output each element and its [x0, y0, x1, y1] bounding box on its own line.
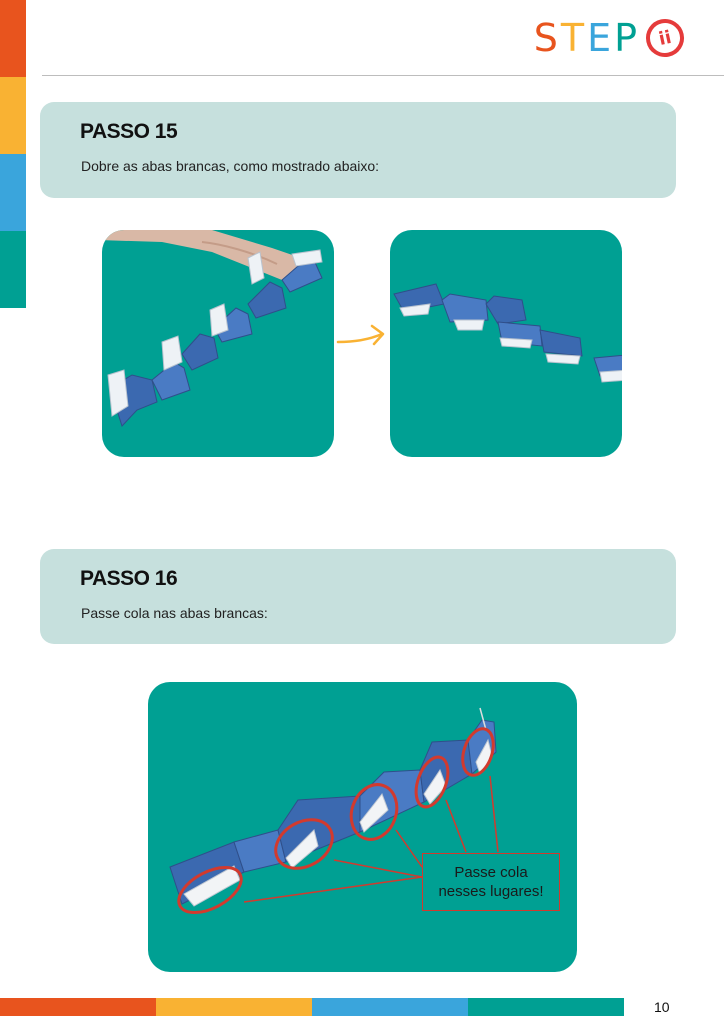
- logo-letter: P: [614, 16, 640, 60]
- step-16-photo: [148, 682, 577, 972]
- logo-badge-icon: ii: [642, 15, 688, 61]
- glue-callout: Passe cola nesses lugares!: [422, 853, 560, 911]
- logo-letter: T: [560, 16, 588, 60]
- footer-bar-orange: [0, 998, 156, 1016]
- step-16-box: PASSO 16 Passe cola nas abas brancas:: [40, 549, 676, 644]
- strip-blue: [0, 154, 26, 231]
- side-color-strip: [0, 0, 26, 308]
- callout-line-1: Passe cola: [454, 864, 528, 881]
- callout-line-2: nesses lugares!: [438, 883, 544, 900]
- logo-letter: E: [587, 16, 615, 60]
- strip-teal: [0, 231, 26, 308]
- step-logo: STEP ii: [534, 15, 688, 61]
- step-15-title: PASSO 15: [80, 120, 178, 143]
- strip-yellow: [0, 77, 26, 154]
- footer-bar-yellow: [156, 998, 312, 1016]
- logo-letter: S: [533, 16, 561, 60]
- footer-color-bar: [0, 998, 624, 1016]
- step-15-description: Dobre as abas brancas, como mostrado aba…: [81, 158, 380, 174]
- step-15-photo-before: [102, 230, 334, 457]
- logo-text: STEP: [534, 16, 640, 60]
- step-15-box: PASSO 15 Dobre as abas brancas, como mos…: [40, 102, 676, 198]
- step-16-description: Passe cola nas abas brancas:: [81, 605, 268, 621]
- footer-bar-blue: [312, 998, 468, 1016]
- step-15-photo-after: [390, 230, 622, 457]
- page-number: 10: [654, 999, 670, 1015]
- step-16-title: PASSO 16: [80, 567, 178, 590]
- arrow-right-icon: [336, 324, 385, 346]
- header-divider: [42, 75, 724, 76]
- strip-orange: [0, 0, 26, 77]
- footer-bar-teal: [468, 998, 624, 1016]
